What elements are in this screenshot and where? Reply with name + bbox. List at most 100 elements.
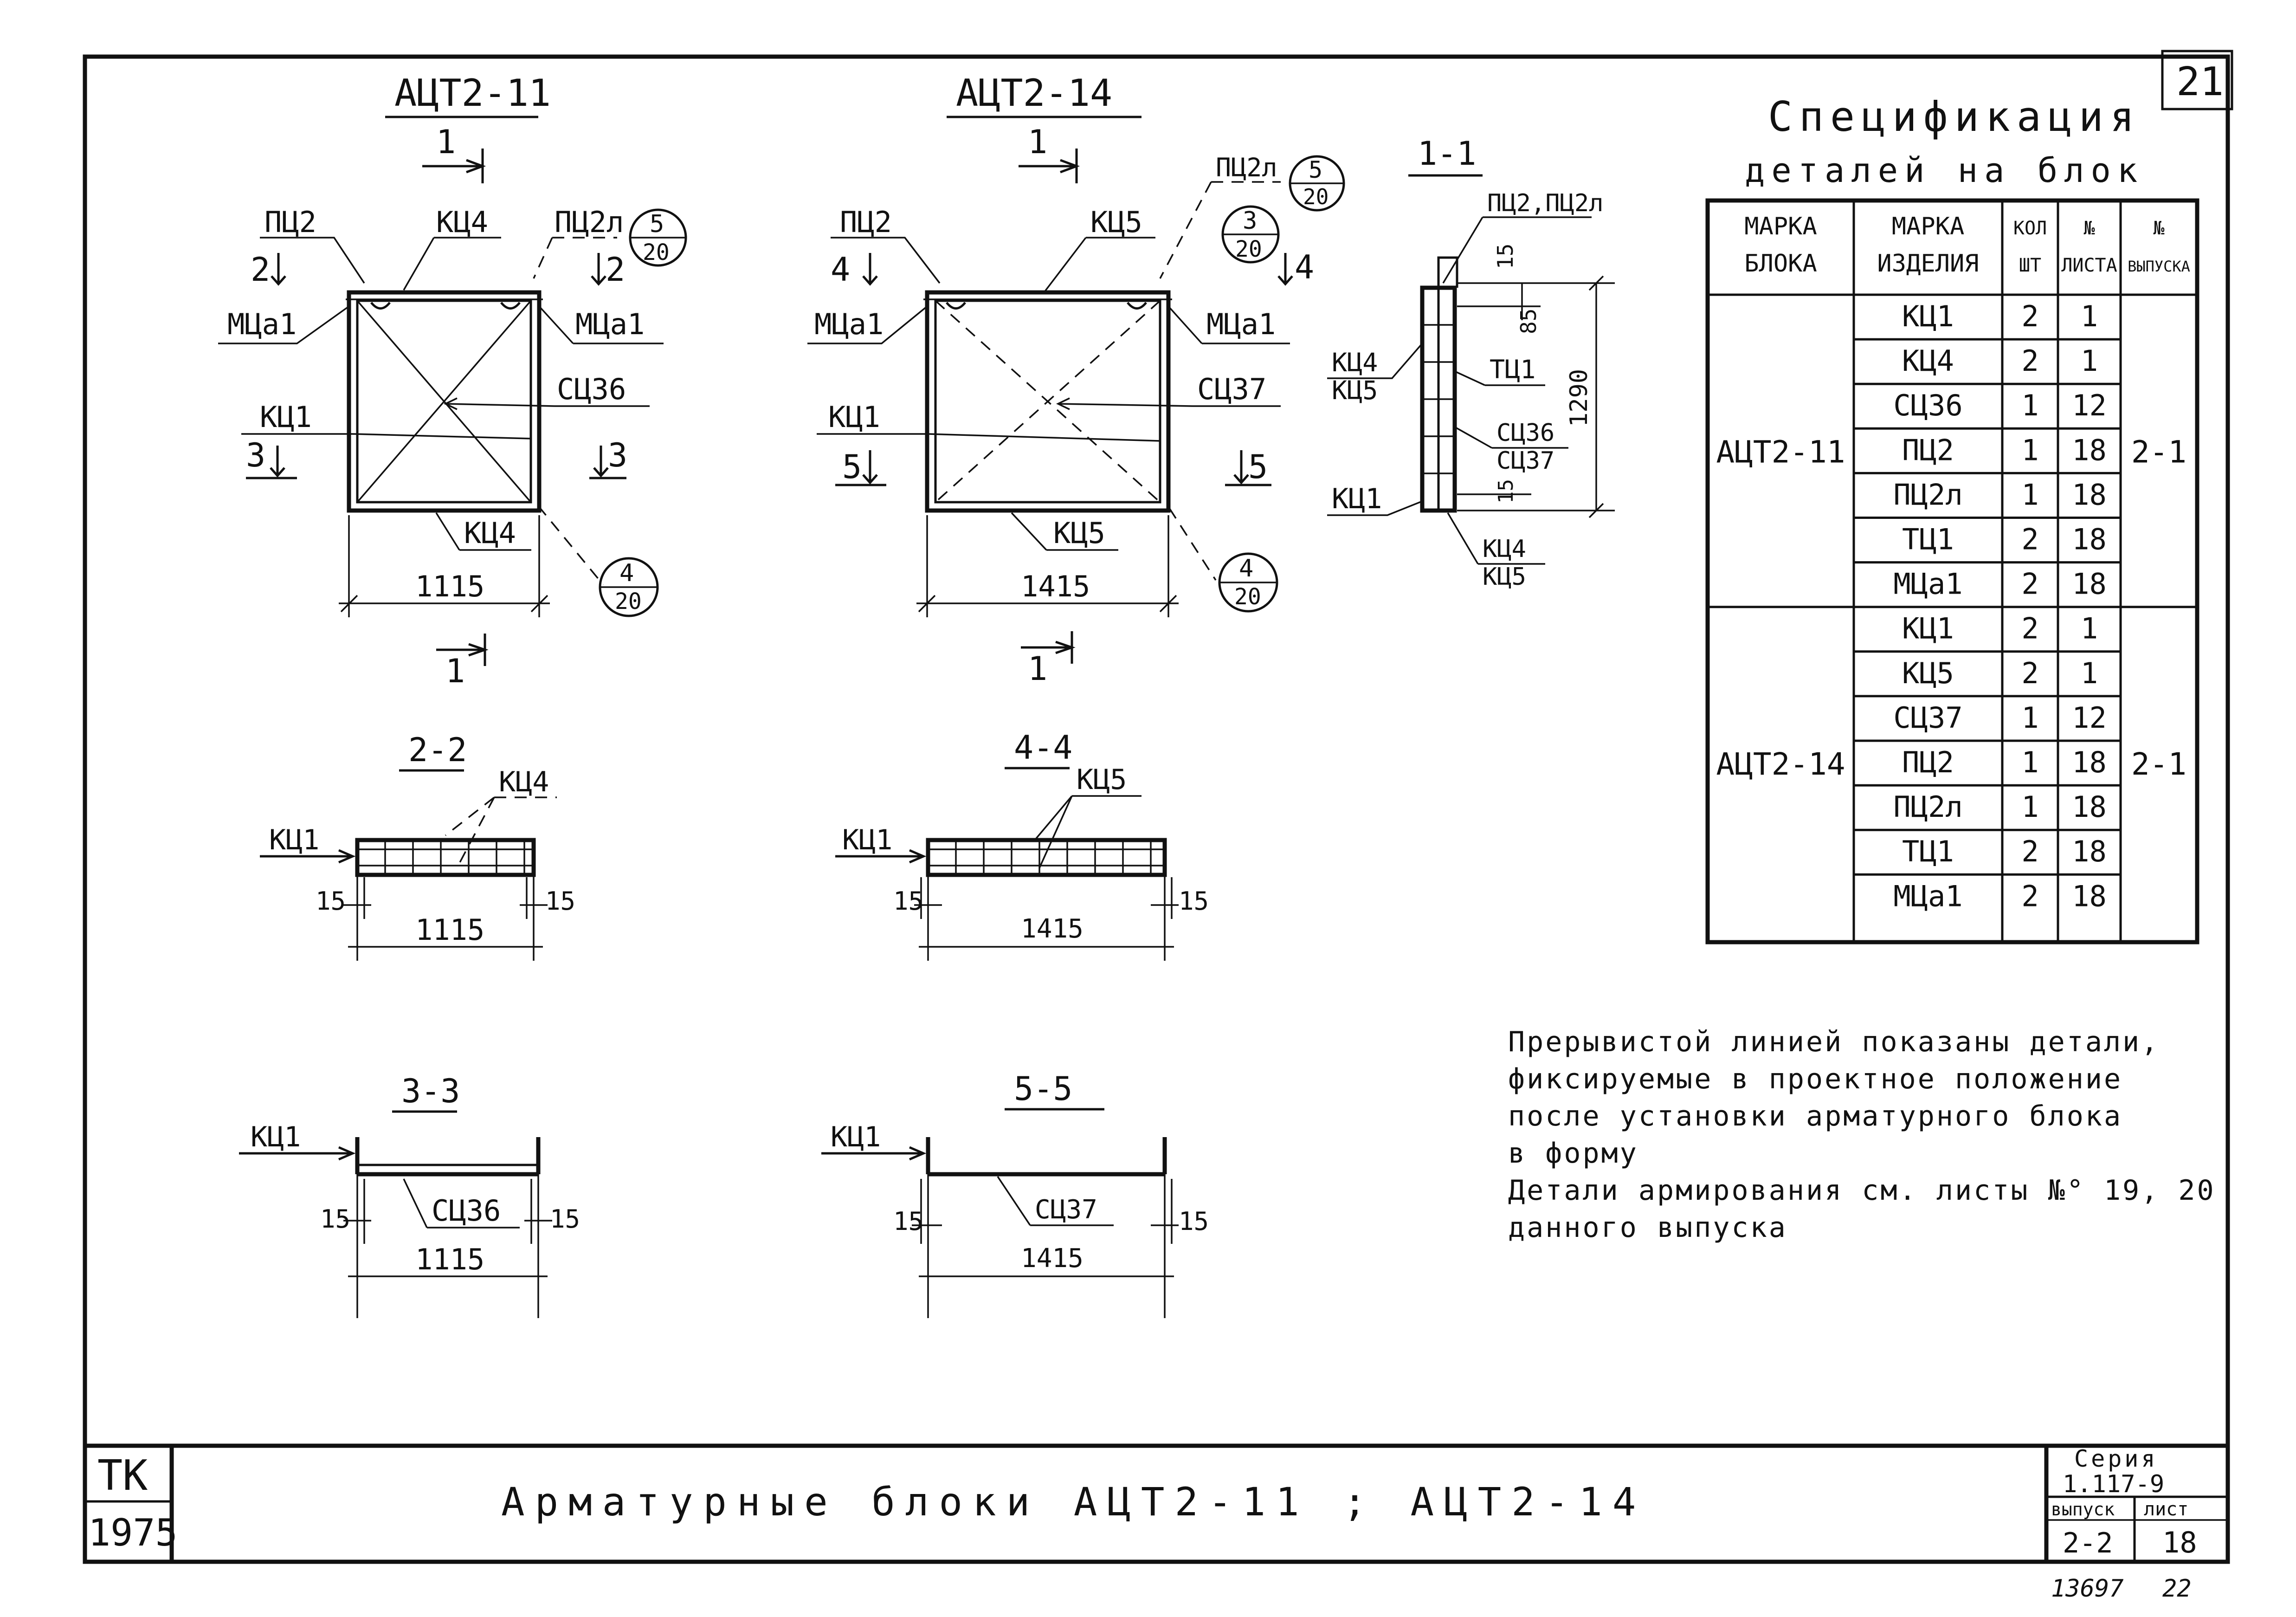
leader-top-frame <box>403 237 501 291</box>
spec-block-mark: АЦТ2-11 <box>1716 434 1845 470</box>
spec-header-cell: МАРКА <box>1892 213 1965 240</box>
cut-1-bottom: 1 <box>445 652 465 690</box>
leader-bottom-frame <box>1011 512 1118 551</box>
cut-5-right: 5 <box>1248 448 1268 486</box>
spec-cell-item: СЦ37 <box>1893 701 1962 735</box>
leader-kc1 <box>821 1146 927 1161</box>
tb-series: 1.117-9 <box>2063 1470 2164 1498</box>
section-33-title: 3-3 <box>401 1072 460 1110</box>
label-kc1: КЦ1 <box>251 1121 301 1153</box>
leader-kc1 <box>241 433 531 440</box>
cut-5-left-arrow <box>835 450 886 486</box>
hook-left <box>370 302 391 310</box>
spec-cell-item: ТЦ1 <box>1902 523 1954 556</box>
spec-cell-item: ТЦ1 <box>1902 834 1954 868</box>
dim-width: 1115 <box>415 913 484 947</box>
spec-header-cell: ВЫПУСКА <box>2128 258 2190 275</box>
note-line-5: Детали армирования см. листы №° 19, 20 <box>1508 1174 2216 1207</box>
tb-sheet: 18 <box>2162 1526 2197 1559</box>
cut-3-left: 3 <box>246 436 265 474</box>
cut-4-left-arrow <box>862 253 878 286</box>
ref-bot-num: 4 <box>1239 555 1253 582</box>
frame-rect-outer <box>347 290 542 513</box>
spec-header-cell: ИЗДЕЛИЯ <box>1877 250 1979 278</box>
cut-5-left: 5 <box>842 448 862 486</box>
label-kc1: КЦ1 <box>828 400 880 434</box>
label-sc37: СЦ37 <box>1496 447 1554 475</box>
ref-circle-top-1 <box>1289 155 1345 212</box>
label-kc5: КЦ5 <box>1332 375 1378 405</box>
leader-kc1 <box>817 433 1161 442</box>
spec-cell-sheet: 1 <box>2081 344 2098 378</box>
cut-1-bottom: 1 <box>1028 650 1047 688</box>
section-44-dims <box>914 875 1179 961</box>
leader-kc1 <box>1327 500 1423 516</box>
dim-width <box>916 515 1179 617</box>
spec-header-cell: № <box>2153 218 2164 239</box>
tb-main-title: Арматурные блоки АЦТ2-11 ; АЦТ2-14 <box>501 1479 1646 1525</box>
notes-block: Прерывистой линией показаны детали, фикс… <box>1508 1026 2216 1244</box>
leader-pc2l <box>533 237 617 279</box>
ref-top1-den: 20 <box>1303 184 1329 209</box>
spec-cell-item: ПЦ2 <box>1902 433 1954 467</box>
leader-mca-right <box>1167 305 1290 344</box>
spec-issue: 2-1 <box>2131 746 2186 782</box>
spec-cell-qty: 1 <box>2021 701 2038 735</box>
hook-right <box>1127 302 1147 310</box>
dim-right: 15 <box>1179 886 1209 916</box>
sheet-border <box>83 54 2230 1564</box>
spec-cell-qty: 1 <box>2021 388 2038 422</box>
leader-mca-left <box>807 305 928 344</box>
dim-width: 1115 <box>415 1242 484 1276</box>
label-top-frame: КЦ5 <box>1090 205 1142 239</box>
label-mesh: СЦ37 <box>1197 372 1266 406</box>
label-pc2: ПЦ2 <box>840 205 892 239</box>
label-pc2-pc2l: ПЦ2,ПЦ2л <box>1487 189 1603 217</box>
spec-cell-sheet: 12 <box>2072 388 2107 422</box>
section-2-2: 2-2 КЦ4 КЦ1 15 15 1115 <box>260 731 575 961</box>
leader-mca-right <box>538 305 664 344</box>
label-mesh: СЦ36 <box>432 1194 501 1228</box>
cut-1-top: 1 <box>436 123 456 161</box>
label-mca-left: МЦа1 <box>227 307 297 341</box>
spec-cell-item: ПЦ2л <box>1893 790 1962 824</box>
spec-cell-item: ПЦ2 <box>1902 745 1954 779</box>
leader-pc2 <box>831 237 941 284</box>
section-33-dims <box>343 1174 552 1318</box>
leader-mca-left <box>218 305 350 344</box>
spec-cell-item: МЦа1 <box>1893 879 1962 913</box>
cut-2-left-arrow <box>271 253 286 286</box>
leader-bottom-frame <box>435 512 531 551</box>
title-block: ТК 1975 Арматурные блоки АЦТ2-11 ; АЦТ2-… <box>85 1445 2228 1562</box>
cut-4-right: 4 <box>1295 248 1314 286</box>
dim-right: 15 <box>1179 1207 1209 1236</box>
spec-header-cell: БЛОКА <box>1744 250 1817 278</box>
leader-frame <box>445 796 557 864</box>
cut-4-right-arrow <box>1277 253 1293 286</box>
drawing-actt2-14: АЦТ2-14 1 ПЦ2л 5 20 ПЦ2 КЦ5 3 20 4 4 МЦа… <box>807 71 1345 688</box>
dim-width-value: 1115 <box>415 569 484 603</box>
section-3-3: 3-3 КЦ1 СЦ36 15 15 1115 <box>239 1072 580 1318</box>
ref-circle-top <box>629 208 687 267</box>
section-55-ends <box>926 1137 1167 1174</box>
spec-header-cell: ШТ <box>2019 255 2041 276</box>
mesh-diagonal-2 <box>356 300 532 503</box>
leader-kc4-kc5-bottom <box>1447 512 1545 565</box>
spec-issue: 2-1 <box>2131 434 2186 470</box>
tb-issue-label: выпуск <box>2051 1499 2115 1520</box>
label-bottom-frame: КЦ4 <box>464 516 516 550</box>
leader-pc2-pc2l <box>1442 216 1592 284</box>
label-bottom-frame: КЦ5 <box>1053 516 1105 550</box>
spec-cell-item: КЦ1 <box>1902 299 1954 333</box>
spec-cell-qty: 2 <box>2021 523 2038 556</box>
label-kc1: КЦ1 <box>1332 483 1382 515</box>
leader-top-frame <box>1043 237 1155 293</box>
spec-cell-sheet: 18 <box>2072 745 2107 779</box>
ref-top2-num: 3 <box>1243 207 1257 235</box>
spec-cell-sheet: 1 <box>2081 656 2098 690</box>
cut-marker-top <box>1019 149 1080 183</box>
dim-left: 15 <box>893 1207 923 1236</box>
spec-cell-qty: 2 <box>2021 834 2038 868</box>
cut-2-right: 2 <box>606 251 625 289</box>
label-kc1: КЦ1 <box>269 824 319 856</box>
